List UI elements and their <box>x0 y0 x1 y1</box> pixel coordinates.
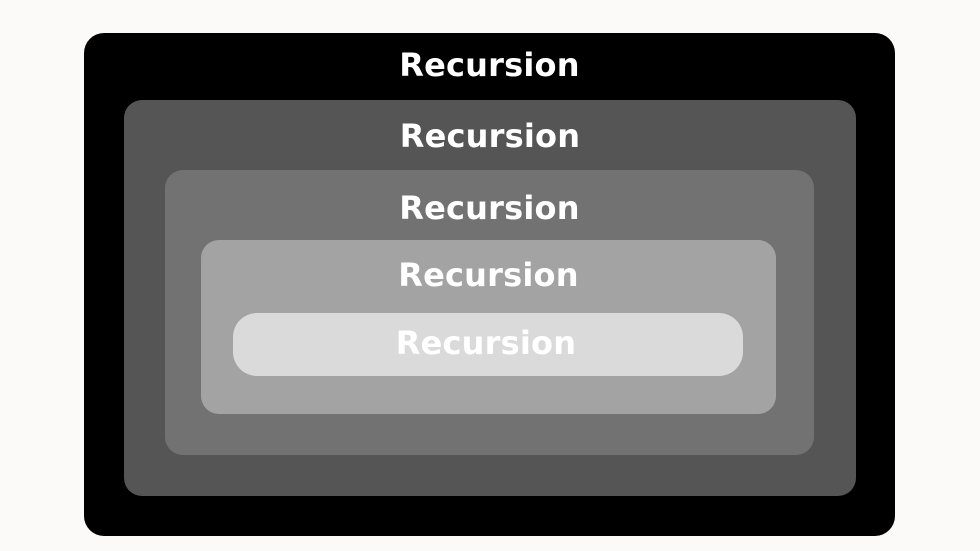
recursion-box-level-5: Recursion <box>233 313 743 376</box>
recursion-label-level-2: Recursion <box>399 117 581 155</box>
recursion-label-level-1: Recursion <box>399 46 580 84</box>
recursion-label-level-4: Recursion <box>398 256 579 294</box>
recursion-label-level-5: Recursion <box>395 324 577 362</box>
recursion-label-level-3: Recursion <box>399 189 580 227</box>
